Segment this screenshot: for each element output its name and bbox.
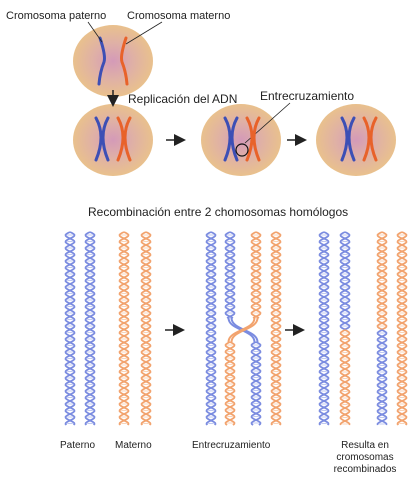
caption-paterno: Paterno <box>60 440 96 451</box>
caption-materno: Materno <box>115 440 152 451</box>
cell-replicated <box>73 104 153 176</box>
helix-materno-2 <box>140 231 152 426</box>
caption-resulta: Resulta en cromosomas recombinados <box>325 440 405 476</box>
x-chromosome-recombined-2 <box>362 116 378 162</box>
caption-resulta-line-3: recombinados <box>333 464 397 475</box>
cell-parent <box>73 25 153 97</box>
crossover-marker <box>235 143 249 157</box>
helix-cross-orange-inner-top <box>250 231 262 319</box>
helix-materno-1 <box>118 231 130 426</box>
helix-recomb-orange-4 <box>396 231 408 426</box>
x-chromosome-recombined-1 <box>340 116 356 162</box>
helix-recomb-blue-3-bottom <box>376 329 388 426</box>
helix-recomb-blue-1 <box>318 231 330 426</box>
label-replicacion: Replicación del ADN <box>128 92 238 106</box>
cell-crossover <box>201 104 281 176</box>
x-chromosome-paternal-2 <box>223 116 239 162</box>
dna-helices <box>64 231 408 426</box>
helix-paterno-1 <box>64 231 76 426</box>
caption-entrecruzamiento: Entrecruzamiento <box>192 440 271 451</box>
helix-paterno-2 <box>84 231 96 426</box>
helix-cross-orange-inner-bottom <box>224 341 236 426</box>
pointer-paterno <box>87 21 103 43</box>
label-paterno: Cromosoma paterno <box>6 10 107 22</box>
x-chromosome-maternal-1 <box>116 116 132 162</box>
x-chromosome-maternal-2 <box>245 116 261 162</box>
helix-cross-blue-inner-top <box>224 231 236 319</box>
crossover-bridge-orange <box>227 317 259 343</box>
label-entrecruzamiento: Entrecruzamiento <box>260 89 355 103</box>
x-chromosome-paternal-1 <box>94 116 110 162</box>
helix-cross-blue-inner-bottom <box>250 341 262 426</box>
caption-resulta-line-1: Resulta en <box>341 440 389 451</box>
helix-recomb-orange-2-bottom <box>339 329 351 426</box>
chromosome-maternal-parent <box>120 36 129 86</box>
helix-recomb-blue-2-top <box>339 231 351 331</box>
helix-recomb-orange-3-top <box>376 231 388 331</box>
label-materno: Cromosoma materno <box>127 10 231 22</box>
helix-cross-orange-outer <box>270 231 282 426</box>
pointer-materno <box>125 21 163 45</box>
chromosome-paternal-parent <box>97 36 106 86</box>
helix-cross-blue-outer <box>205 231 217 426</box>
cell-recombined <box>316 104 396 176</box>
recombination-title: Recombinación entre 2 chomosomas homólog… <box>88 205 349 219</box>
caption-resulta-line-2: cromosomas <box>336 452 394 463</box>
